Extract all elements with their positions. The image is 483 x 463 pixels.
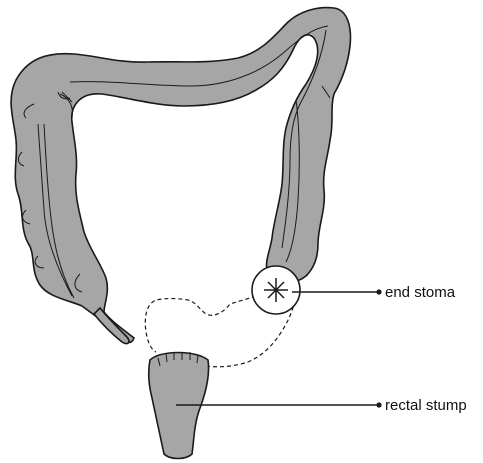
- callout-rectal-stump: [176, 402, 382, 407]
- appendix: [94, 308, 129, 344]
- rectal-stump-label: rectal stump: [385, 397, 467, 415]
- callout-end-stoma: [292, 289, 382, 294]
- end-stoma: [252, 266, 300, 314]
- end-stoma-label: end stoma: [385, 284, 455, 302]
